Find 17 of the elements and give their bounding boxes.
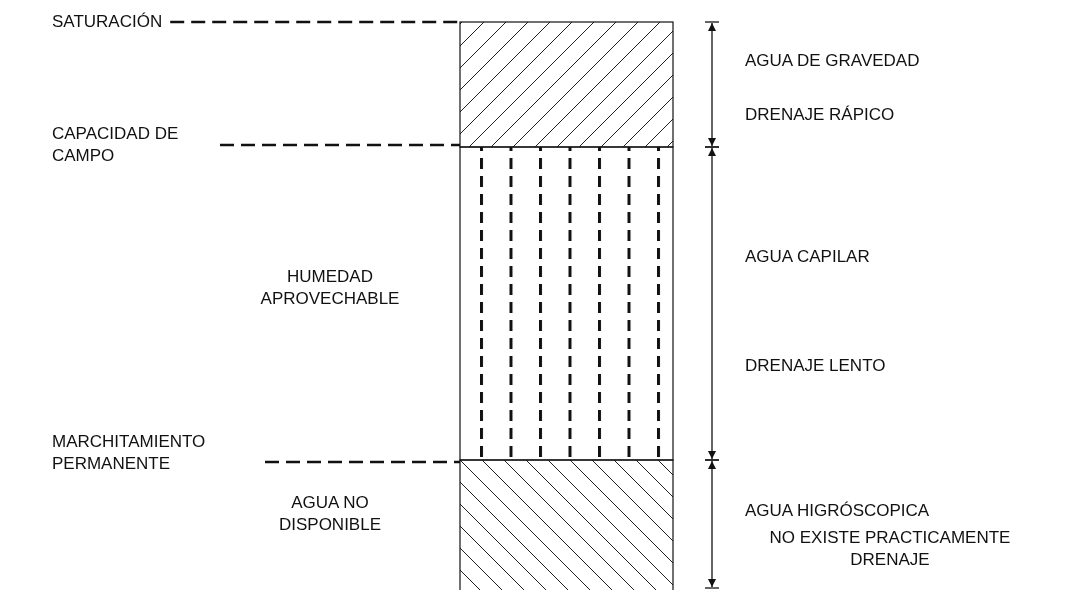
leader-line xyxy=(265,460,460,464)
soil-water-zone xyxy=(459,21,674,148)
water-type-label: DRENAJE LENTO xyxy=(745,355,887,377)
zone-label: HUMEDAD APROVECHABLE xyxy=(259,266,401,310)
soil-water-zone xyxy=(459,459,674,590)
level-label: CAPACIDAD DE CAMPO xyxy=(52,123,212,167)
level-label: SATURACIÓN xyxy=(52,11,163,33)
water-type-label: AGUA HIGRÓSCOPICA xyxy=(745,500,931,522)
water-type-label: NO EXISTE PRACTICAMENTE DRENAJE xyxy=(768,527,1012,571)
water-type-label: DRENAJE RÁPICO xyxy=(745,104,896,126)
level-label: MARCHITAMIENTO PERMANENTE xyxy=(52,431,257,475)
leader-line xyxy=(220,143,460,147)
water-type-label: AGUA CAPILAR xyxy=(745,246,871,268)
leader-line xyxy=(170,20,460,24)
zone-label: AGUA NO DISPONIBLE xyxy=(277,492,382,536)
water-type-label: AGUA DE GRAVEDAD xyxy=(745,50,921,72)
capillary-water-zone xyxy=(459,146,674,461)
